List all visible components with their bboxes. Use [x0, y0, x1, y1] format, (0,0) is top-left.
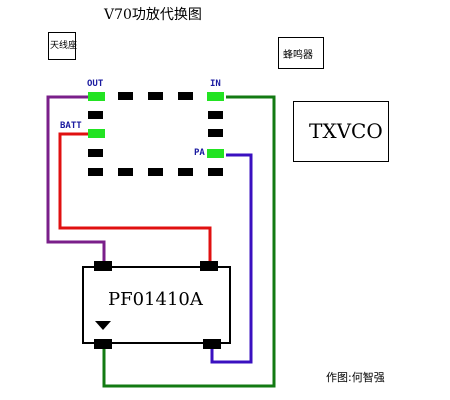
chip-pad-top-right	[200, 261, 218, 271]
diagram-title: V70功放代换图	[104, 7, 202, 23]
pad	[208, 129, 223, 137]
pad	[148, 92, 163, 100]
pin-label-batt: BATT	[60, 121, 82, 131]
chip-pad-bottom-right	[203, 339, 221, 349]
wire-out	[46, 95, 106, 265]
pad	[178, 168, 193, 176]
buzzer-label: 蜂鸣器	[283, 50, 313, 61]
pad	[208, 111, 223, 119]
wire-batt	[58, 132, 212, 265]
antenna-label: 天线座	[50, 41, 78, 51]
pin-label-in: IN	[210, 79, 221, 89]
pin-label-pa: PA	[194, 148, 205, 158]
pad	[118, 168, 133, 176]
txvco-box	[293, 101, 389, 162]
pad	[118, 92, 133, 100]
chip-label: PF01410A	[108, 289, 203, 310]
pad	[148, 168, 163, 176]
pad	[88, 168, 103, 176]
chip-body	[82, 266, 231, 344]
pad-in	[207, 92, 224, 101]
pad-batt	[88, 129, 105, 138]
pad	[178, 92, 193, 100]
wire-in	[102, 95, 276, 388]
txvco-label: TXVCO	[309, 119, 383, 143]
pad-pa	[207, 149, 224, 158]
author-credit: 作图:何智强	[326, 371, 385, 384]
wire-pa	[210, 153, 253, 364]
chip-pad-top-left	[94, 261, 112, 271]
pad-out	[88, 92, 105, 101]
pin-label-out: OUT	[87, 79, 104, 89]
pad	[88, 111, 103, 119]
buzzer-box	[278, 37, 324, 69]
pad	[88, 149, 103, 157]
chip-pad-bottom-left	[94, 339, 112, 349]
pad	[208, 168, 223, 176]
antenna-box	[48, 32, 76, 60]
